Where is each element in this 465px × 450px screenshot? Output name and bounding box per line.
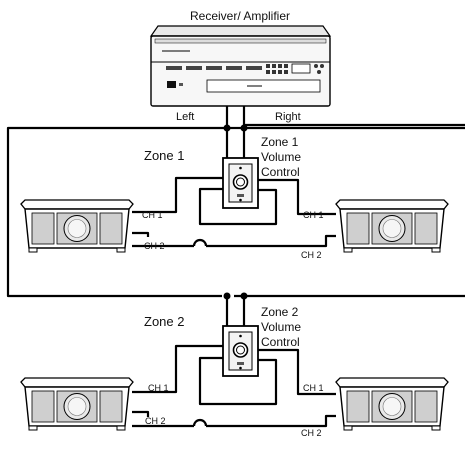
zone-1-right-speaker <box>335 199 449 253</box>
junction-dot <box>223 124 231 132</box>
zone-1-label: Zone 1 <box>144 148 184 163</box>
speakers <box>20 199 449 431</box>
zone-1-right-ch1-label: CH 1 <box>303 210 324 220</box>
zone-2-volume-control-label-line3: Control <box>261 335 300 349</box>
receiver-left-label: Left <box>176 111 194 123</box>
receiver-button-row <box>166 63 324 74</box>
zone-1-volume-control-label-line2: Volume <box>261 150 301 164</box>
zone-2-volume-control-label-line2: Volume <box>261 320 301 334</box>
zone-2-left-ch2-label: CH 2 <box>145 416 166 426</box>
zone-1-wiring <box>132 176 336 248</box>
zone-2-left-speaker <box>20 377 134 431</box>
zone-2-right-ch2-label: CH 2 <box>301 428 322 438</box>
junction-dot <box>240 124 248 132</box>
zone-2-left-ch1-label: CH 1 <box>148 383 169 393</box>
zone-1-volume-control <box>222 157 259 209</box>
junction-dot <box>223 292 231 300</box>
zone-1-right-ch2-label: CH 2 <box>301 250 322 260</box>
zone-1-left-ch1-label: CH 1 <box>142 210 163 220</box>
junction-dot <box>240 292 248 300</box>
zone-2-volume-control <box>222 325 259 377</box>
receiver-label: Receiver/ Amplifier <box>190 9 290 23</box>
zone-2-label: Zone 2 <box>144 314 184 329</box>
zone-2-wiring <box>132 344 336 428</box>
zone-2-right-ch1-label: CH 1 <box>303 383 324 393</box>
main-trunk-wires <box>6 106 465 326</box>
receiver-right-label: Right <box>275 111 301 123</box>
zone-1-left-ch2-label: CH 2 <box>144 241 165 251</box>
receiver-amplifier <box>149 25 332 107</box>
zone-1-volume-control-label-line3: Control <box>261 165 300 179</box>
zone-2-right-speaker <box>335 377 449 431</box>
zone-2-volume-control-label-line1: Zone 2 <box>261 305 299 319</box>
zone-1-volume-control-label-line1: Zone 1 <box>261 135 299 149</box>
zone-1-left-speaker <box>20 199 134 253</box>
